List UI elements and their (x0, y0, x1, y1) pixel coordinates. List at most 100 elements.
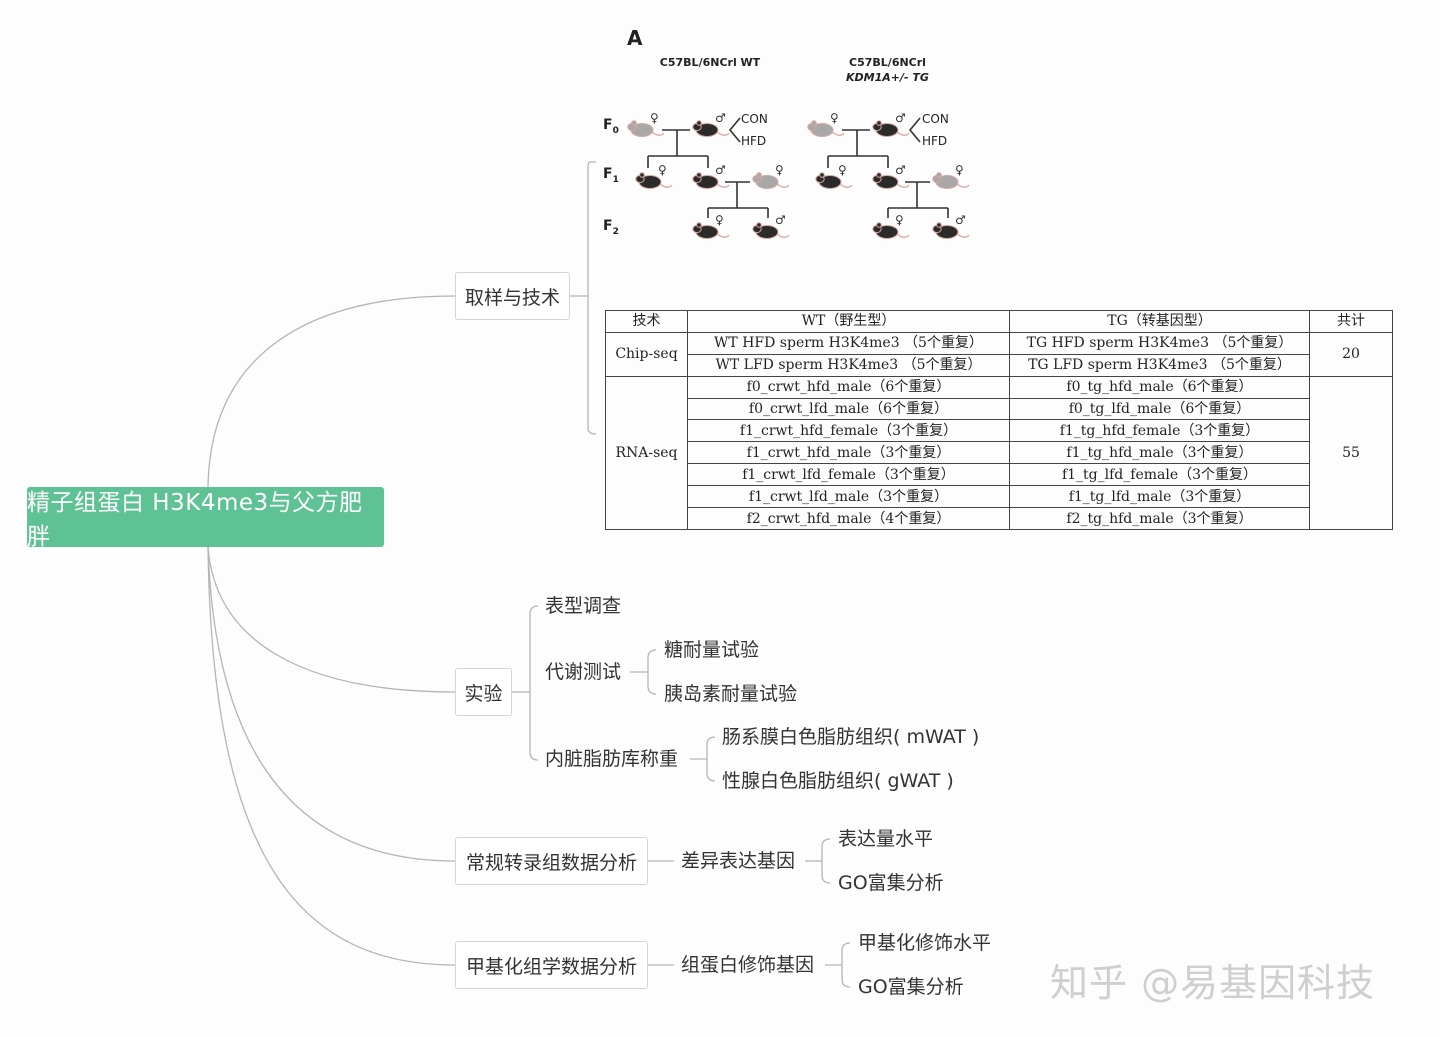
female-symbol: ♀ (650, 111, 659, 125)
table-row: f1_crwt_lfd_male（3个重复） f1_tg_lfd_male（3个… (606, 485, 1393, 509)
panel-letter: A (627, 26, 643, 50)
subtopic-go-enrichment-2[interactable]: GO富集分析 (858, 976, 964, 998)
generation-f1: F1 (603, 166, 619, 185)
male-symbol: ♂ (895, 111, 906, 125)
subtopic-gwat[interactable]: 性腺白色脂肪组织( gWAT ) (722, 770, 954, 792)
rna-total-cell: 55 (1309, 375, 1393, 531)
header-tg: TG（转基因型） (1009, 310, 1310, 333)
table-cell: f0_tg_hfd_male（6个重复） (1009, 375, 1310, 399)
female-symbol: ♀ (830, 111, 839, 125)
subtopic-go-enrichment-1[interactable]: GO富集分析 (838, 872, 944, 894)
table-cell: f2_tg_hfd_male（3个重复） (1009, 507, 1310, 530)
wt-f1-female-mouse: ♀ (635, 163, 673, 190)
generation-f2: F2 (603, 218, 619, 237)
chip-total-cell: 20 (1309, 331, 1393, 377)
chip-tech-cell: Chip-seq (605, 331, 688, 377)
table-cell: f0_tg_lfd_male（6个重复） (1009, 397, 1310, 421)
male-symbol: ♂ (715, 111, 726, 125)
table-cell: f1_tg_lfd_female（3个重复） (1009, 463, 1310, 487)
table-row: f1_crwt_hfd_female（3个重复） f1_tg_hfd_femal… (606, 419, 1393, 443)
subtopic-metabolic[interactable]: 代谢测试 (545, 661, 622, 683)
connector-root-methylation (207, 546, 456, 966)
subtopic-mwat[interactable]: 肠系膜白色脂肪组织( mWAT ) (722, 726, 980, 748)
tg-strain-line1: C57BL/6NCrl (849, 56, 926, 69)
tg-strain-header: C57BL/6NCrl KDM1A+/- TG (830, 55, 945, 85)
header-wt: WT（野生型） (687, 310, 1010, 333)
table-cell: TG LFD sperm H3K4me3 （5个重复） (1009, 353, 1310, 377)
wt-f2-female-mouse: ♀ (692, 213, 730, 240)
table-cell: f1_crwt_hfd_female（3个重复） (687, 419, 1010, 443)
table-cell: f1_tg_hfd_female（3个重复） (1009, 419, 1310, 443)
tg-diet-con: CON (922, 112, 949, 126)
connector-root-transcriptome (207, 546, 456, 862)
subtopic-methylation-level[interactable]: 甲基化修饰水平 (858, 932, 992, 954)
table-cell: WT HFD sperm H3K4me3 （5个重复） (687, 331, 1010, 355)
wt-f2-male-mouse: ♂ (752, 213, 790, 240)
table-row: WT LFD sperm H3K4me3 （5个重复） TG LFD sperm… (606, 353, 1393, 377)
table-cell: f1_crwt_lfd_male（3个重复） (687, 485, 1010, 509)
topic-methylation[interactable]: 甲基化组学数据分析 (455, 941, 648, 989)
tg-f2-female-mouse: ♀ (872, 213, 910, 240)
table-cell: f0_crwt_lfd_male（6个重复） (687, 397, 1010, 421)
subtopic-visceral-fat[interactable]: 内脏脂肪库称重 (545, 748, 679, 770)
connector-deg-bracket (821, 838, 831, 884)
male-symbol: ♂ (715, 163, 726, 177)
table-cell: f1_crwt_lfd_female（3个重复） (687, 463, 1010, 487)
female-symbol: ♀ (775, 163, 784, 177)
table-row: f0_crwt_lfd_male（6个重复） f0_tg_lfd_male（6个… (606, 397, 1393, 421)
female-symbol: ♀ (955, 163, 964, 177)
female-symbol: ♀ (895, 213, 904, 227)
wt-diet-labels: CON HFD (741, 108, 768, 152)
table-cell: f0_crwt_hfd_male（6个重复） (687, 375, 1010, 399)
topic-experiment[interactable]: 实验 (455, 668, 512, 716)
connector-metabolic-bracket (647, 649, 657, 695)
wt-f0-female-mouse: ♀ (627, 111, 665, 138)
root-topic[interactable]: 精子组蛋白 H3K4me3与父方肥胖 (27, 487, 384, 550)
connector-histone-bracket (841, 942, 851, 988)
wt-f1-outcross-female-mouse: ♀ (752, 163, 790, 190)
connector-experiment-bracket (529, 605, 539, 761)
subtopic-insulin-tolerance[interactable]: 胰岛素耐量试验 (664, 683, 798, 705)
subtopic-glucose-tolerance[interactable]: 糖耐量试验 (664, 639, 760, 661)
wt-diet-hfd: HFD (741, 134, 767, 148)
table-row: f2_crwt_hfd_male（4个重复） f2_tg_hfd_male（3个… (606, 507, 1393, 530)
subtopic-phenotype[interactable]: 表型调查 (545, 595, 622, 617)
table-cell: TG HFD sperm H3K4me3 （5个重复） (1009, 331, 1310, 355)
table-cell: WT LFD sperm H3K4me3 （5个重复） (687, 353, 1010, 377)
pedigree-diagram: ♀ ♂ ♀ ♂ ♀ ♀ ♂ ♀ ♂ ♀ ♂ ♀ ♀ ♂ (627, 111, 970, 240)
topic-sampling[interactable]: 取样与技术 (455, 272, 570, 320)
generation-f0: F0 (603, 117, 619, 136)
table-cell: f1_tg_lfd_male（3个重复） (1009, 485, 1310, 509)
subtopic-deg[interactable]: 差异表达基因 (681, 850, 796, 872)
topic-transcriptome[interactable]: 常规转录组数据分析 (455, 837, 648, 885)
female-symbol: ♀ (715, 213, 724, 227)
female-symbol: ♀ (838, 163, 847, 177)
table-row: f1_crwt_hfd_male（3个重复） f1_tg_hfd_male（3个… (606, 441, 1393, 465)
header-total: 共计 (1309, 310, 1393, 333)
tg-strain-line2: KDM1A+/- TG (846, 71, 929, 84)
table-row: f1_crwt_lfd_female（3个重复） f1_tg_lfd_femal… (606, 463, 1393, 487)
wt-diet-con: CON (741, 112, 768, 126)
tg-f1-outcross-female-mouse: ♀ (932, 163, 970, 190)
wt-f1-male-mouse: ♂ (692, 163, 730, 190)
tg-f0-female-mouse: ♀ (807, 111, 845, 138)
subtopic-histone-genes[interactable]: 组蛋白修饰基因 (681, 954, 815, 976)
tg-f2-male-mouse: ♂ (932, 213, 970, 240)
table-header-row: 技术 WT（野生型） TG（转基因型） 共计 (605, 310, 1393, 333)
connector-root-experiment (207, 546, 456, 693)
male-symbol: ♂ (775, 213, 786, 227)
connector-sampling-bracket (587, 161, 597, 435)
male-symbol: ♂ (955, 213, 966, 227)
tg-diet-bracket (908, 117, 921, 143)
male-symbol: ♂ (895, 163, 906, 177)
table-row: RNA-seq f0_crwt_hfd_male（6个重复） f0_tg_hfd… (605, 375, 1393, 531)
tg-f1-male-mouse: ♂ (872, 163, 910, 190)
subtopic-expression-level[interactable]: 表达量水平 (838, 828, 934, 850)
table-cell: f2_crwt_hfd_male（4个重复） (687, 507, 1010, 530)
connector-root-sampling (207, 295, 456, 488)
watermark: 知乎 @易基因科技 (1050, 961, 1376, 1005)
tg-f0-male-mouse: ♂ (872, 111, 910, 138)
sample-table: 技术 WT（野生型） TG（转基因型） 共计 Chip-seq WT HFD s… (605, 310, 1393, 531)
tg-diet-labels: CON HFD (922, 108, 949, 152)
